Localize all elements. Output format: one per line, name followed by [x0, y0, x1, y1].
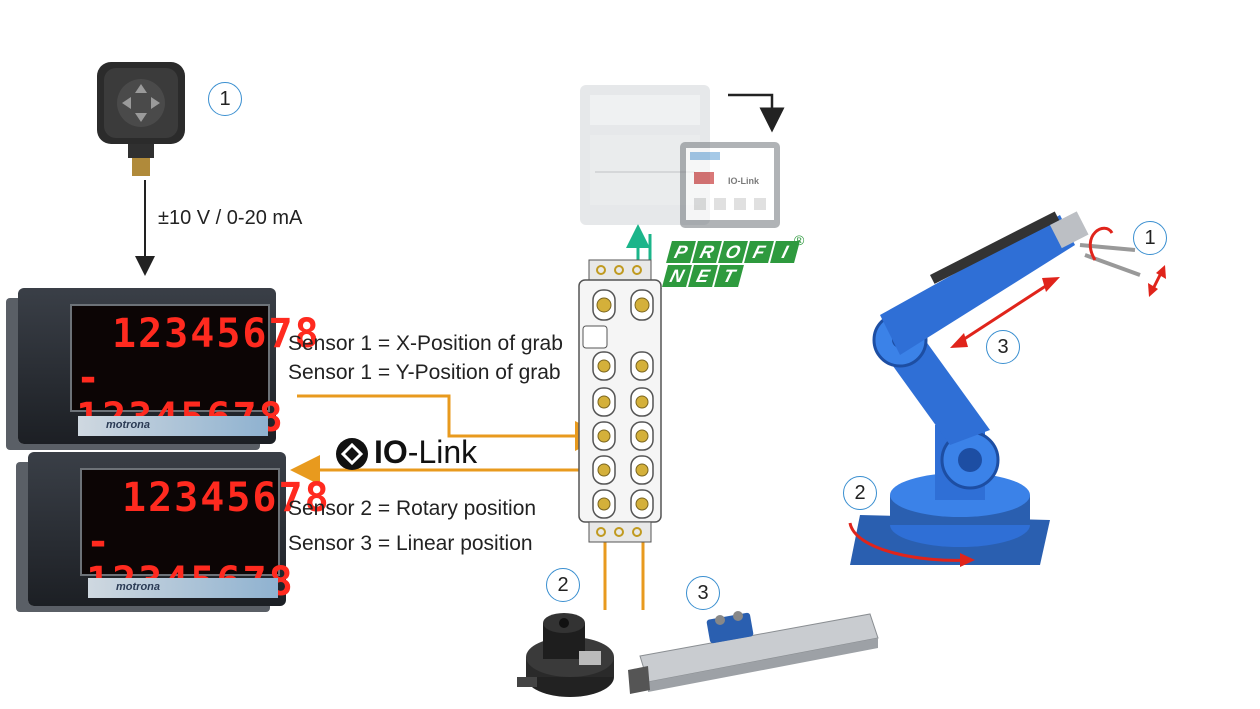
hmi-panel-image: IO-Link — [680, 142, 780, 228]
profinet-letter: R — [692, 241, 722, 263]
display-unit-1: 12345678 - 12345678 motrona — [18, 288, 319, 444]
sensor2-label: Sensor 2 = Rotary position — [288, 497, 537, 520]
profinet-letter: E — [688, 265, 718, 287]
iolink-logo-text: IO-Link — [374, 434, 477, 471]
display-brand: motrona — [106, 419, 150, 431]
linear-sensor-image — [628, 611, 879, 694]
iolink-line-in — [297, 394, 605, 451]
profinet-registered-mark: ® — [794, 232, 805, 248]
display-brand: motrona — [116, 581, 160, 593]
iolink-logo-icon — [336, 438, 368, 470]
profinet-letter: O — [718, 241, 748, 263]
number-badge-robot-linear: 3 — [986, 330, 1020, 364]
number-badge-robot-base: 2 — [843, 476, 877, 510]
profinet-letter: T — [714, 265, 744, 287]
display-unit-2: 12345678 - 12345678 motrona — [28, 452, 329, 606]
signal-label: ±10 V / 0-20 mA — [158, 207, 303, 229]
hmi-logo: IO-Link — [728, 176, 760, 186]
display-row1: 12345678 — [112, 311, 321, 357]
sensor1-y-label: Sensor 1 = Y-Position of grab — [288, 361, 561, 384]
number-badge-joystick: 1 — [208, 82, 242, 116]
iolink-rest: -Link — [407, 434, 478, 470]
profinet-letter: N — [662, 265, 692, 287]
sensor1-x-label: Sensor 1 = X-Position of grab — [288, 332, 563, 355]
profinet-letter: P — [666, 241, 696, 263]
display-screen — [80, 468, 280, 576]
plc-arrow — [728, 93, 785, 133]
number-badge-linear: 3 — [686, 576, 720, 610]
profinet-letter: F — [744, 241, 774, 263]
number-badge-rotary: 2 — [546, 568, 580, 602]
iolink-master-hub — [578, 259, 662, 543]
robot-arm-image — [848, 211, 1166, 567]
rotary-encoder-image — [517, 613, 614, 697]
number-badge-robot-grab: 1 — [1133, 221, 1167, 255]
display-row1: 12345678 — [122, 475, 331, 521]
display-brand-bar — [78, 416, 268, 436]
display-brand-bar — [88, 578, 278, 598]
joystick-sensor-image — [97, 62, 185, 176]
iolink-strong: IO — [374, 434, 408, 470]
display-screen — [70, 304, 270, 412]
sensor3-label: Sensor 3 = Linear position — [288, 532, 533, 555]
